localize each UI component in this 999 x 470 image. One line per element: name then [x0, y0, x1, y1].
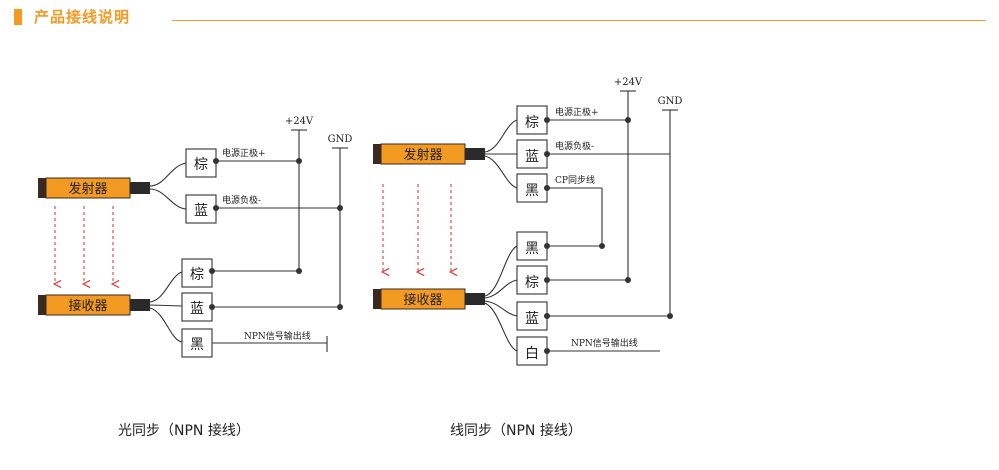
section-header: 产品接线说明	[14, 6, 986, 32]
left-emitter-wire-1-label: 电源正极+	[222, 147, 266, 159]
right-emitter-wire-2-label: 电源负极-	[555, 140, 594, 152]
right-receiver-wire-3-color: 蓝	[525, 311, 539, 327]
left-receiver-label: 接收器	[68, 298, 107, 314]
right-vcc-label: +24V	[614, 77, 643, 88]
right-emitter-wire-3-color: 黑	[525, 183, 539, 199]
emitter-endcap-left	[38, 178, 46, 198]
left-vcc-label: +24V	[285, 116, 314, 127]
left-receiver-wire-3-label: NPN信号输出线	[244, 330, 311, 342]
right-caption: 线同步（NPN 接线）	[450, 423, 582, 439]
right-emitter-wire-1-label: 电源正极+	[555, 106, 599, 118]
right-receiver-wire-4-label: NPN信号输出线	[571, 337, 638, 349]
left-emitter-wire-2-color: 蓝	[194, 203, 208, 219]
right-emitter-wire-2-color: 蓝	[525, 149, 539, 165]
left-receiver-wire-2-color: 蓝	[190, 301, 204, 317]
header-accent-bar	[14, 9, 22, 25]
left-caption: 光同步（NPN 接线）	[118, 423, 250, 439]
right-emitter-label: 发射器	[403, 147, 442, 163]
left-emitter-wire-1-color: 棕	[194, 157, 208, 173]
left-emitter-wire-2-label: 电源负极-	[222, 194, 261, 206]
header-divider	[172, 20, 986, 21]
right-receiver-wire-1-color: 黑	[525, 241, 539, 257]
left-receiver-wire-3-color: 黑	[190, 337, 204, 353]
right-receiver-label: 接收器	[403, 292, 442, 308]
left-emitter-label: 发射器	[68, 181, 107, 197]
right-gnd-label: GND	[658, 96, 683, 107]
section-title: 产品接线说明	[34, 8, 131, 26]
emitter-connector-left	[130, 182, 150, 194]
right-receiver-wire-2-color: 棕	[525, 275, 539, 291]
left-gnd-label: GND	[328, 134, 353, 145]
right-receiver-wire-4-color: 白	[525, 346, 539, 362]
right-diagram	[373, 90, 678, 366]
right-emitter-wire-3-label: CP同步线	[555, 174, 595, 186]
left-receiver-wire-1-color: 棕	[190, 267, 204, 283]
left-diagram	[38, 129, 348, 358]
right-emitter-wire-1-color: 棕	[525, 115, 539, 131]
